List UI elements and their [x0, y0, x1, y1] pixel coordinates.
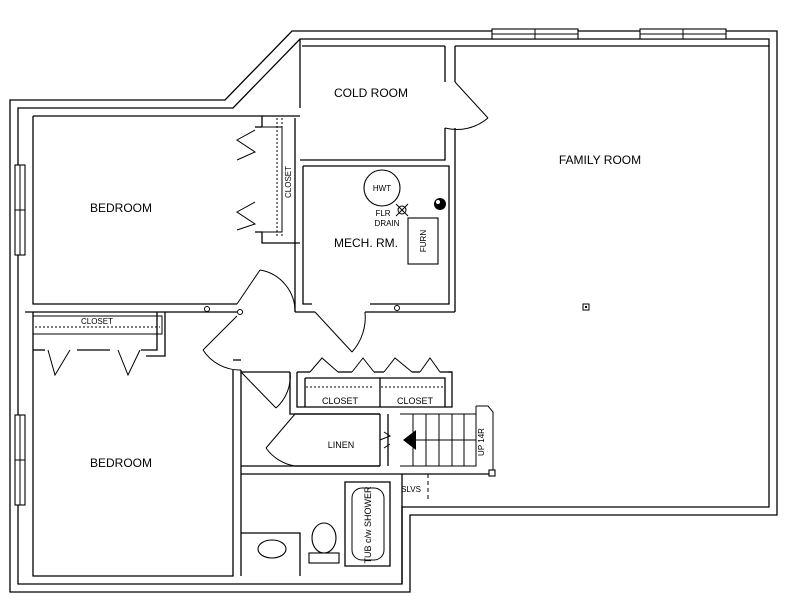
window-top-right: [639, 28, 727, 40]
toilet-tank: [308, 552, 340, 564]
sump-pump-icon: [434, 198, 446, 210]
room-label-cold-room: COLD ROOM: [334, 86, 408, 100]
room-label-mech-room: MECH. RM.: [334, 236, 398, 250]
post-marker: [394, 305, 400, 311]
sink: [257, 539, 287, 559]
furnace: [407, 217, 439, 265]
fixture-label-tub: TUB c/w SHOWER: [363, 486, 373, 564]
stair-arrow-icon: [403, 430, 416, 450]
room-label-family-room: FAMILY ROOM: [559, 153, 641, 167]
closet-label-hall-right: CLOSET: [397, 396, 434, 406]
fixture-label-stairs: UP 14R: [477, 428, 486, 456]
fixture-label-hwt: HWT: [373, 184, 391, 193]
room-label-bedroom-top: BEDROOM: [90, 201, 152, 215]
room-label-slvs: SLVS: [401, 485, 421, 494]
post-marker: [204, 306, 210, 312]
stairs: [379, 405, 496, 477]
toilet-bowl: [311, 522, 337, 554]
hwt-tank: [363, 169, 401, 207]
closet-label-hall-left: CLOSET: [322, 396, 359, 406]
window-left-upper: [14, 164, 26, 256]
room-label-linen: LINEN: [328, 440, 355, 450]
swing-doors: [202, 81, 489, 467]
interior-walls: [25, 39, 769, 584]
bifold-doors: [47, 129, 441, 377]
fixture-label-flr: FLR: [375, 209, 390, 218]
window-top-left: [491, 28, 579, 40]
room-label-bedroom-bottom: BEDROOM: [90, 456, 152, 470]
floor-drain-icon: [395, 203, 409, 217]
closet-label-bedroom-bottom: CLOSET: [81, 317, 113, 326]
fixture-label-drain: DRAIN: [375, 219, 400, 228]
post-marker: [237, 309, 243, 315]
fixture-label-furnace: FURN: [419, 230, 428, 252]
column-marker-core: [585, 306, 587, 308]
column-marker: [582, 303, 590, 311]
tub-inner: [351, 487, 385, 561]
closet-label-bedroom-top: CLOSET: [284, 166, 293, 198]
closet-bedroom-top: [262, 118, 283, 238]
closet-bedroom-bottom: [32, 315, 163, 335]
window-left-lower: [14, 414, 26, 506]
